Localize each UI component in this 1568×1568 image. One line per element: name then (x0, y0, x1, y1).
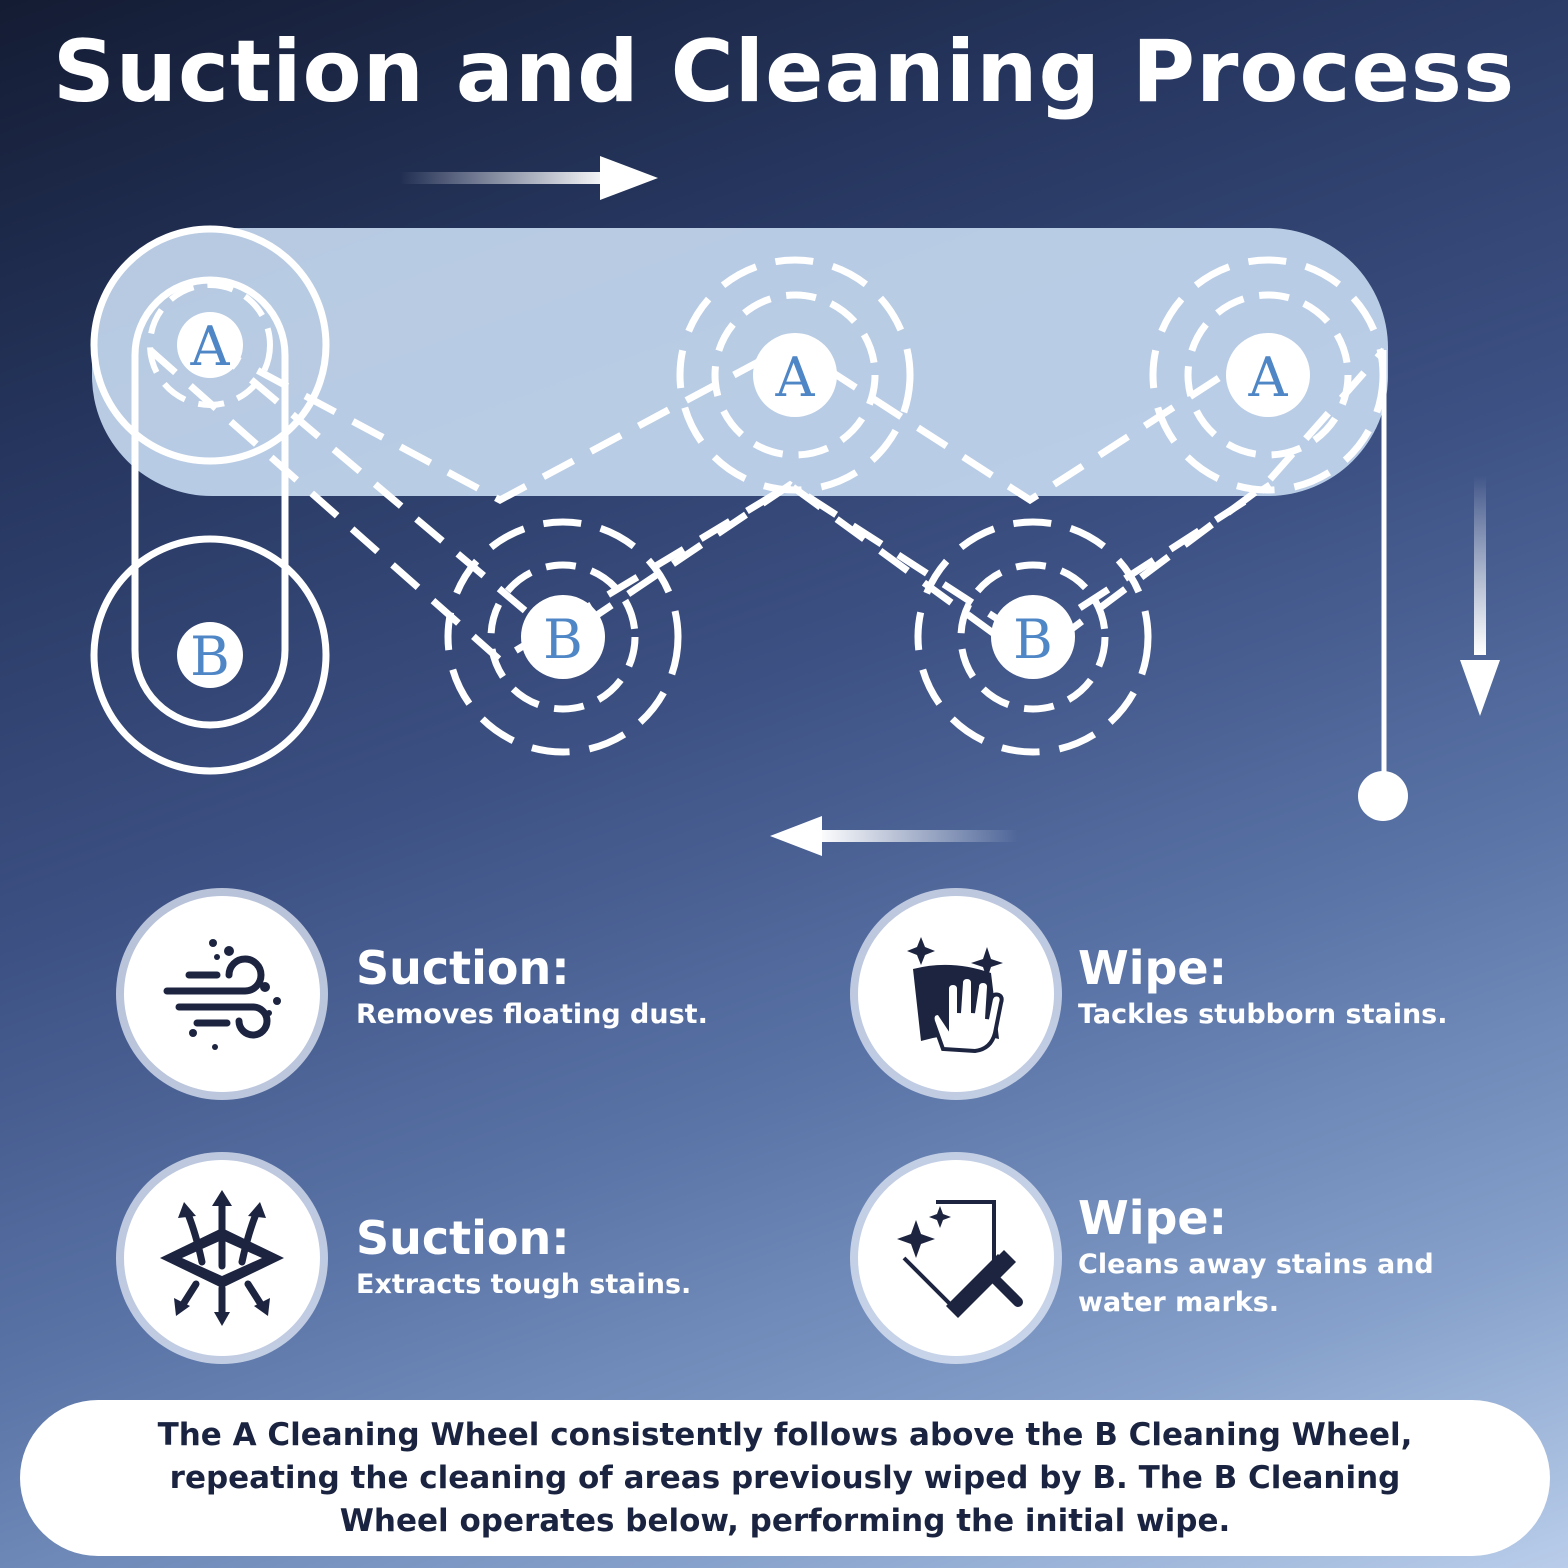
note-line: The A Cleaning Wheel consistently follow… (157, 1416, 1413, 1453)
connecting-belt (131, 276, 289, 729)
feature-desc: water marks. (1078, 1287, 1280, 1318)
cleaning-band (92, 228, 1388, 496)
feature-desc: Extracts tough stains. (356, 1269, 692, 1300)
feature-desc: Removes floating dust. (356, 999, 708, 1030)
wheel-b-label: B (1013, 608, 1053, 671)
note-line: Wheel operates below, performing the ini… (339, 1502, 1231, 1539)
feature-desc: Tackles stubborn stains. (1078, 999, 1448, 1030)
suction-arrows-icon (124, 1160, 320, 1356)
wheel-a-start: A (90, 225, 330, 465)
feature-suction-dust: Suction: Removes floating dust. (356, 940, 708, 1034)
arrow-left-icon (770, 816, 1018, 856)
feature-title: Suction: (356, 1211, 570, 1265)
wheel-b-start: B (90, 535, 330, 775)
wheel-a-label: A (1248, 346, 1289, 409)
wheel-b-dashed-2: B (914, 518, 1152, 756)
feature-suction-tough: Suction: Extracts tough stains. (356, 1210, 691, 1304)
wheel-b-label: B (543, 608, 583, 671)
page-title: Suction and Cleaning Process (52, 22, 1516, 122)
feature-title: Wipe: (1078, 941, 1228, 995)
feature-title: Suction: (356, 941, 570, 995)
feature-desc: Cleans away stains and (1078, 1249, 1434, 1280)
note-line: repeating the cleaning of areas previous… (169, 1459, 1401, 1496)
cleaning-path-diagram: A B A A B B (90, 156, 1500, 856)
feature-title: Wipe: (1078, 1191, 1228, 1245)
dust-wind-icon (124, 896, 320, 1092)
wheel-a-dashed-1: A (676, 256, 914, 494)
path-end-dot (1358, 771, 1408, 821)
feature-wipe-watermarks: Wipe: Cleans away stains and water marks… (1078, 1190, 1434, 1322)
feature-wipe-stubborn: Wipe: Tackles stubborn stains. (1078, 940, 1448, 1034)
explanation-note: The A Cleaning Wheel consistently follow… (20, 1400, 1550, 1556)
wheel-a-dashed-2: A (1149, 256, 1387, 494)
wheel-a-label: A (190, 315, 231, 378)
squeegee-icon (858, 1160, 1054, 1356)
wipe-hand-icon (858, 896, 1054, 1092)
wheel-a-label: A (775, 346, 816, 409)
arrow-down-icon (1460, 475, 1500, 716)
wheel-b-dashed-1: B (444, 518, 682, 756)
wheel-b-label: B (190, 625, 230, 688)
arrow-right-icon (400, 156, 658, 200)
